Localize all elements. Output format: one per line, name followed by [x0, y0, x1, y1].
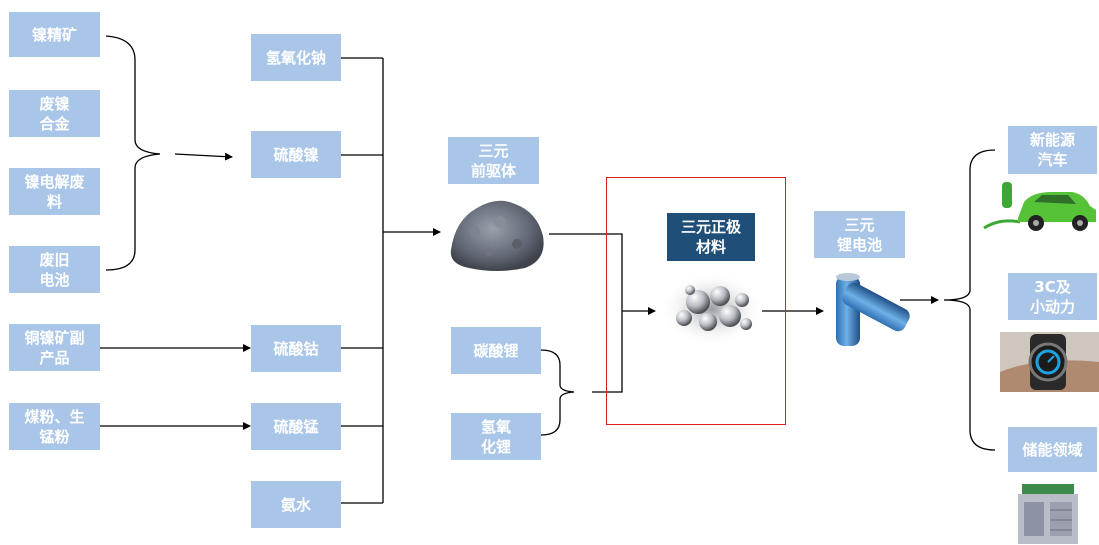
precursor-label: 三元 前驱体	[448, 137, 539, 184]
application-energy-storage: 储能领域	[1008, 427, 1097, 472]
cathode-material-label: 三元正极 材料	[667, 213, 755, 261]
lithium-hydroxide: 氢氧 化锂	[451, 413, 541, 460]
battery-cells-image	[836, 273, 910, 346]
lithium-brace	[540, 349, 575, 436]
cathode-particles-image	[660, 272, 764, 346]
application-new-energy-vehicles: 新能源 汽车	[1008, 126, 1097, 174]
cathode-highlight-frame	[606, 177, 786, 425]
battery-label: 三元 锂电池	[814, 211, 905, 258]
electric-car-icon	[983, 182, 1096, 231]
raw-spent-batteries: 废旧 电池	[9, 246, 100, 293]
energy-storage-cabinet-icon	[1018, 484, 1078, 544]
smartwatch-icon	[1000, 332, 1099, 392]
intermediate-sodium-hydroxide: 氢氧化钠	[251, 34, 341, 81]
intermediate-nickel-sulfate: 硫酸镍	[251, 131, 341, 178]
raw-materials-brace	[105, 35, 161, 271]
intermediate-cobalt-sulfate: 硫酸钴	[251, 325, 341, 372]
applications-brace	[943, 149, 996, 451]
raw-coal-manganese-powder: 煤粉、生 锰粉	[9, 403, 100, 450]
precursor-powder-image	[450, 200, 544, 271]
lithium-carbonate: 碳酸锂	[451, 327, 541, 374]
intermediate-manganese-sulfate: 硫酸锰	[251, 403, 341, 450]
application-3c-small-power: 3C及 小动力	[1008, 273, 1097, 320]
arrow-to-nickel-sulfate	[174, 152, 233, 161]
raw-nickel-electrolysis-waste: 镍电解废 料	[9, 168, 100, 215]
raw-scrap-nickel-alloy: 废镍 合金	[9, 90, 100, 137]
raw-nickel-concentrate: 镍精矿	[9, 12, 100, 57]
intermediate-ammonia-water: 氨水	[251, 481, 341, 528]
raw-copper-nickel-byproduct: 铜镍矿副 产品	[9, 324, 100, 371]
